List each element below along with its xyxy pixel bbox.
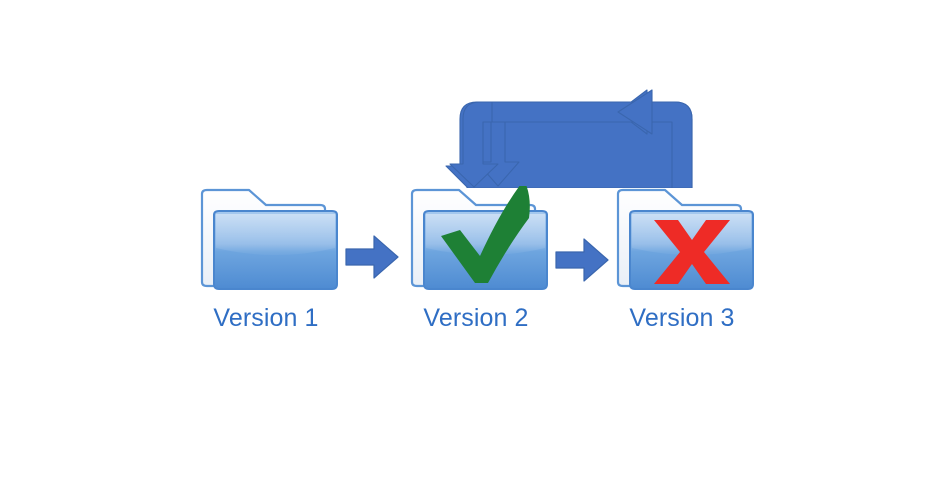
node-label-version-3: Version 3 [629, 304, 735, 332]
node-label-version-2: Version 2 [423, 304, 529, 332]
folder-icon-version-2[interactable] [396, 180, 556, 303]
cross-icon [654, 220, 730, 284]
folder-icon [410, 180, 548, 290]
connector-v2-to-v3 [554, 236, 610, 284]
connector-v1-to-v2 [344, 232, 400, 282]
folder-icon [200, 188, 338, 290]
arrow-right-icon [555, 238, 609, 282]
arrow-u-turn-icon [445, 89, 693, 189]
folder-icon [616, 188, 754, 290]
check-icon [441, 180, 530, 283]
node-label-version-1: Version 1 [213, 304, 319, 332]
node-version-2[interactable]: Version 2 [396, 180, 556, 336]
folder-icon-version-3[interactable] [602, 186, 762, 303]
node-version-1[interactable]: Version 1 [186, 186, 346, 336]
arrow-right-icon [345, 235, 399, 279]
node-version-3[interactable]: Version 3 [602, 186, 762, 336]
folder-icon-version-1[interactable] [186, 186, 346, 303]
connector-rollback-v3-to-v2 [440, 88, 712, 189]
arrow-u-turn-body [449, 89, 693, 189]
